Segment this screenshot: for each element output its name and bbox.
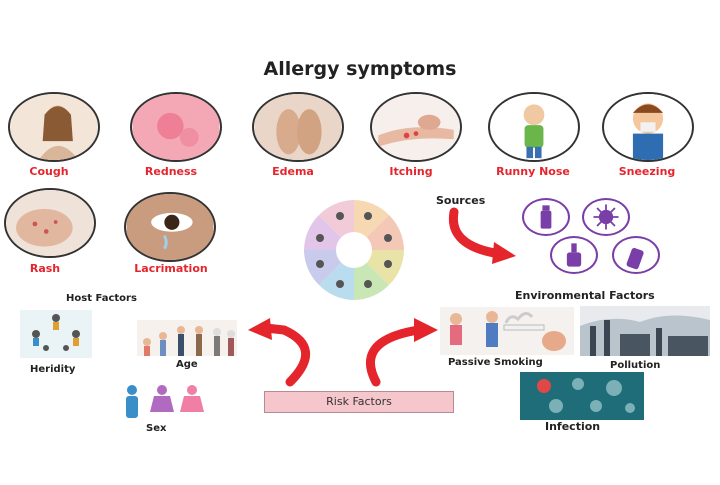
passive-smoking-image	[440, 307, 574, 355]
teary-eye-icon	[126, 194, 214, 260]
infection-label: Infection	[545, 420, 601, 433]
runny-nose-child-icon	[490, 94, 578, 160]
swollen-feet-icon	[254, 94, 342, 160]
diagram-title: Allergy symptoms	[263, 58, 457, 80]
coughing-person-icon	[10, 94, 98, 160]
cough-label: Cough	[29, 165, 69, 178]
itching-arm-icon	[372, 94, 460, 160]
passive-smoking-label: Passive Smoking	[448, 357, 543, 368]
nail-polish-icon	[566, 243, 582, 267]
source-aerosol	[612, 236, 660, 274]
edema-label: Edema	[272, 165, 314, 178]
spray-bottle-icon	[540, 205, 552, 229]
source-nail-polish	[550, 236, 598, 274]
source-spray	[522, 198, 570, 236]
risk-factors-box: Risk Factors	[264, 391, 454, 413]
infection-image	[520, 372, 644, 420]
rash-image	[4, 188, 96, 258]
itching-image	[370, 92, 462, 162]
redness-label: Redness	[144, 165, 198, 178]
sneezing-boy-icon	[604, 94, 692, 160]
runny-nose-image	[488, 92, 580, 162]
arrow-to-environmental-factors	[365, 318, 438, 387]
rash-skin-icon	[6, 190, 94, 256]
curved-arrow-to-sources	[448, 207, 516, 264]
lacrimation-image	[124, 192, 216, 262]
rash-label: Rash	[29, 262, 61, 275]
allergy-wheel	[284, 198, 424, 302]
itching-label: Itching	[389, 165, 433, 178]
source-virus	[582, 198, 630, 236]
lacrimation-label: Lacrimation	[134, 262, 208, 275]
red-skin-icon	[132, 94, 220, 160]
arrow-to-host-factors	[248, 318, 311, 387]
sex-image	[118, 382, 208, 420]
redness-image	[130, 92, 222, 162]
virus-icon	[593, 204, 619, 230]
pollution-label: Pollution	[610, 360, 661, 371]
age-image	[137, 320, 237, 356]
age-label: Age	[176, 359, 198, 370]
heredity-image	[20, 310, 92, 358]
sneezing-image	[602, 92, 694, 162]
environmental-factors-label: Environmental Factors	[515, 289, 655, 302]
cough-image	[8, 92, 100, 162]
edema-image	[252, 92, 344, 162]
sex-label: Sex	[146, 423, 167, 434]
runny-nose-label: Runny Nose	[496, 165, 570, 178]
host-factors-label: Host Factors	[66, 293, 137, 304]
sources-label: Sources	[436, 194, 486, 207]
pollution-image	[580, 306, 710, 356]
sneezing-label: Sneezing	[618, 165, 676, 178]
aerosol-can-icon	[626, 247, 644, 270]
heredity-label: Heridity	[30, 364, 76, 375]
